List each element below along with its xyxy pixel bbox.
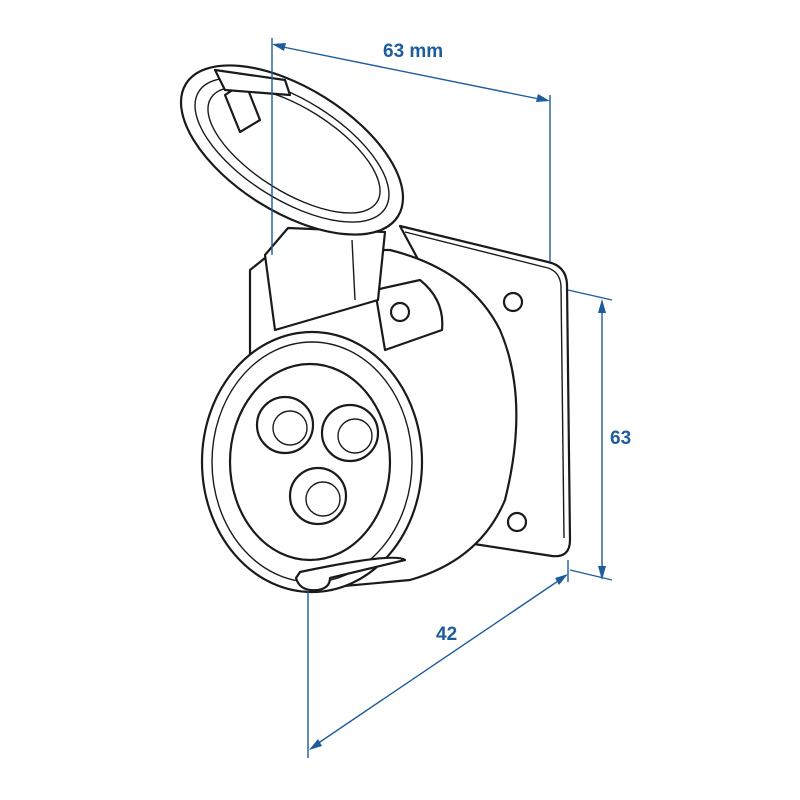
screw-hole: [389, 301, 411, 323]
screw-hole: [506, 511, 528, 533]
pin-hole: [320, 403, 380, 463]
height-label: 63: [610, 428, 631, 449]
pin-hole: [288, 466, 348, 526]
screw-hole: [502, 291, 524, 313]
depth-label: 42: [436, 624, 457, 645]
hinged-lid: [179, 64, 405, 236]
width-label: 63 mm: [383, 41, 443, 62]
socket-face: [200, 330, 424, 594]
dimension-depth: 42: [307, 560, 569, 758]
dimension-width: 63 mm: [271, 38, 551, 262]
dimension-height: 63: [567, 289, 631, 581]
pin-hole: [255, 395, 315, 455]
